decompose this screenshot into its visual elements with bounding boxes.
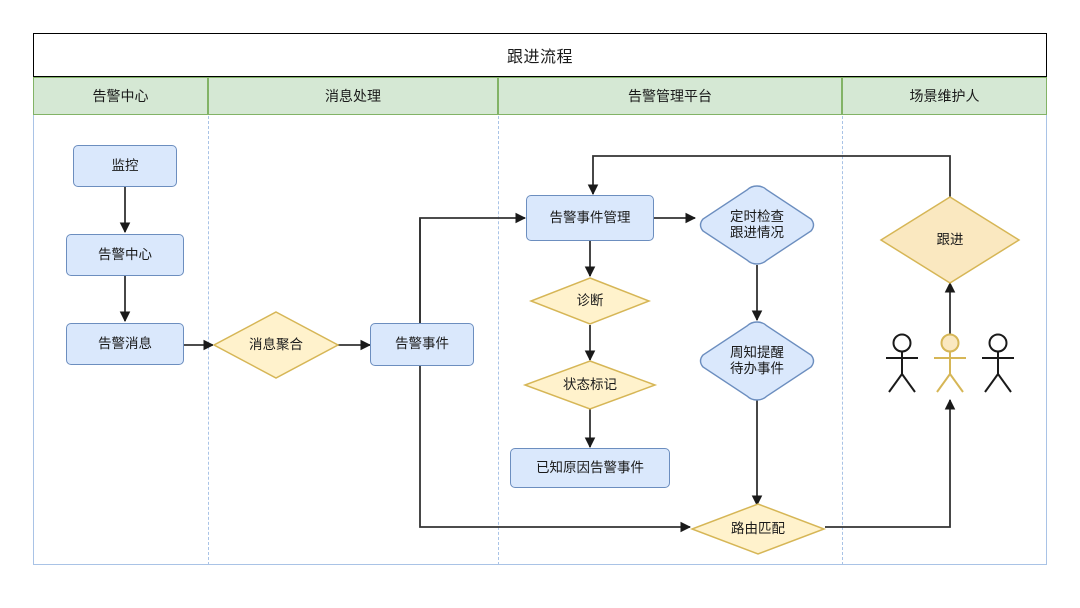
edge-alert-event-to-alert-event-management bbox=[419, 212, 527, 323]
node-monitor[interactable]: 监控 bbox=[73, 145, 177, 187]
node-alert-center[interactable]: 告警中心 bbox=[66, 234, 184, 276]
actor-center[interactable] bbox=[927, 333, 973, 400]
node-alert-message[interactable]: 告警消息 bbox=[66, 323, 184, 365]
node-scheduled-check[interactable]: 定时检查 跟进情况 bbox=[697, 184, 817, 266]
node-notify-reminder[interactable]: 周知提醒 待办事件 bbox=[697, 320, 817, 402]
lane-header-alert-center: 告警中心 bbox=[33, 77, 208, 115]
edge-follow-up-to-alert-event-management bbox=[587, 155, 951, 217]
lane-divider-2 bbox=[498, 116, 499, 565]
edge-alert-event-management-to-route-match bbox=[419, 218, 692, 533]
node-route-match[interactable]: 路由匹配 bbox=[689, 503, 827, 555]
node-message-aggregation[interactable]: 消息聚合 bbox=[212, 311, 340, 379]
node-status-mark[interactable]: 状态标记 bbox=[522, 360, 658, 410]
node-diagnosis[interactable]: 诊断 bbox=[528, 277, 652, 325]
node-known-cause-alert-event[interactable]: 已知原因告警事件 bbox=[510, 448, 670, 488]
actor-left[interactable] bbox=[879, 333, 925, 400]
node-follow-up[interactable]: 跟进 bbox=[879, 196, 1021, 284]
node-alert-event[interactable]: 告警事件 bbox=[370, 323, 474, 366]
pool-body bbox=[33, 115, 1047, 565]
node-alert-event-management[interactable]: 告警事件管理 bbox=[526, 195, 654, 241]
lane-header-scene-maintainer: 场景维护人 bbox=[842, 77, 1047, 115]
edge-route-match-to-actor bbox=[825, 398, 956, 528]
pool-title: 跟进流程 bbox=[33, 33, 1047, 77]
lane-divider-3 bbox=[842, 116, 843, 565]
actor-right[interactable] bbox=[975, 333, 1021, 400]
lane-header-message-processing: 消息处理 bbox=[208, 77, 498, 115]
lane-header-alert-platform: 告警管理平台 bbox=[498, 77, 842, 115]
